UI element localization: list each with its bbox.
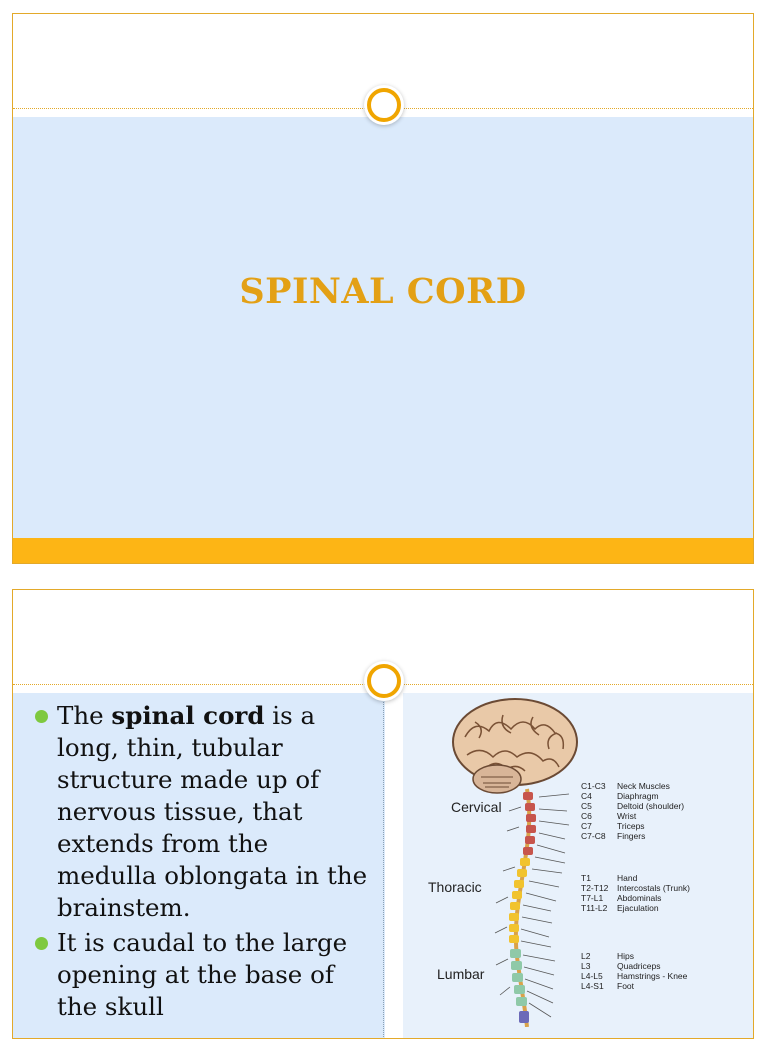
circle-ornament-icon (367, 88, 401, 122)
bullet-list: The spinal cord is a long, thin, tubular… (33, 700, 368, 1026)
bullet-text-after: is a long, thin, tubular structure made … (57, 701, 368, 922)
segment-function-label: Wrist (617, 811, 637, 821)
segment-function-label: Intercostals (Trunk) (617, 883, 690, 893)
segment-function-label: Deltoid (shoulder) (617, 801, 684, 811)
segment-function-label: Quadriceps (617, 961, 660, 971)
title-band (13, 117, 753, 538)
region-label-thoracic: Thoracic (428, 879, 482, 895)
bullet-text-before: The (57, 701, 112, 730)
vertebral-column (494, 788, 570, 1027)
segment-level-label: T1 (581, 873, 591, 883)
segment-function-label: Diaphragm (617, 791, 659, 801)
bullet-item: It is caudal to the large opening at the… (33, 927, 368, 1023)
segment-function-label: Hips (617, 951, 634, 961)
segment-level-label: C4 (581, 791, 592, 801)
spinal-cord-diagram: Cervical Thoracic Lumbar C1-C3 Neck Muscl… (428, 698, 690, 1027)
segment-level-label: C7-C8 (581, 831, 606, 841)
bullet-dot-icon (35, 710, 48, 723)
segment-level-label: T7-L1 (581, 893, 603, 903)
segment-level-label: T11-L2 (581, 903, 608, 913)
segment-level-label: C5 (581, 801, 592, 811)
segment-function-label: Triceps (617, 821, 645, 831)
bullet-dot-icon (35, 937, 48, 950)
text-panel (13, 693, 385, 1038)
region-label-lumbar: Lumbar (437, 966, 485, 982)
segment-function-label: Hand (617, 873, 638, 883)
segment-level-label: L3 (581, 961, 591, 971)
bullet-item: The spinal cord is a long, thin, tubular… (33, 700, 368, 924)
segment-level-label: L4-L5 (581, 971, 603, 981)
accent-bar (13, 538, 753, 563)
slide-title: SPINAL CORD (239, 271, 527, 312)
bullet-text: It is caudal to the large opening at the… (57, 928, 348, 1021)
segment-level-label: C6 (581, 811, 592, 821)
column-divider (383, 693, 384, 1038)
segment-function-label: Abdominals (617, 893, 661, 903)
segment-level-label: T2-T12 (581, 883, 609, 893)
segment-level-label: L2 (581, 951, 591, 961)
bullet-text-bold: spinal cord (111, 701, 265, 730)
content-slide: The spinal cord is a long, thin, tubular… (12, 589, 754, 1039)
segment-function-label: Hamstrings - Knee (617, 971, 688, 981)
segment-level-label: C1-C3 (581, 781, 606, 791)
segment-function-label: Ejaculation (617, 903, 659, 913)
title-slide: SPINAL CORD (12, 13, 754, 564)
segment-function-label: Foot (617, 981, 635, 991)
circle-ornament-icon (367, 664, 401, 698)
segment-function-label: Neck Muscles (617, 781, 670, 791)
segment-level-label: C7 (581, 821, 592, 831)
brain-illustration (452, 698, 578, 794)
segment-level-label: L4-S1 (581, 981, 604, 991)
region-label-cervical: Cervical (451, 799, 502, 815)
segment-function-label: Fingers (617, 831, 645, 841)
